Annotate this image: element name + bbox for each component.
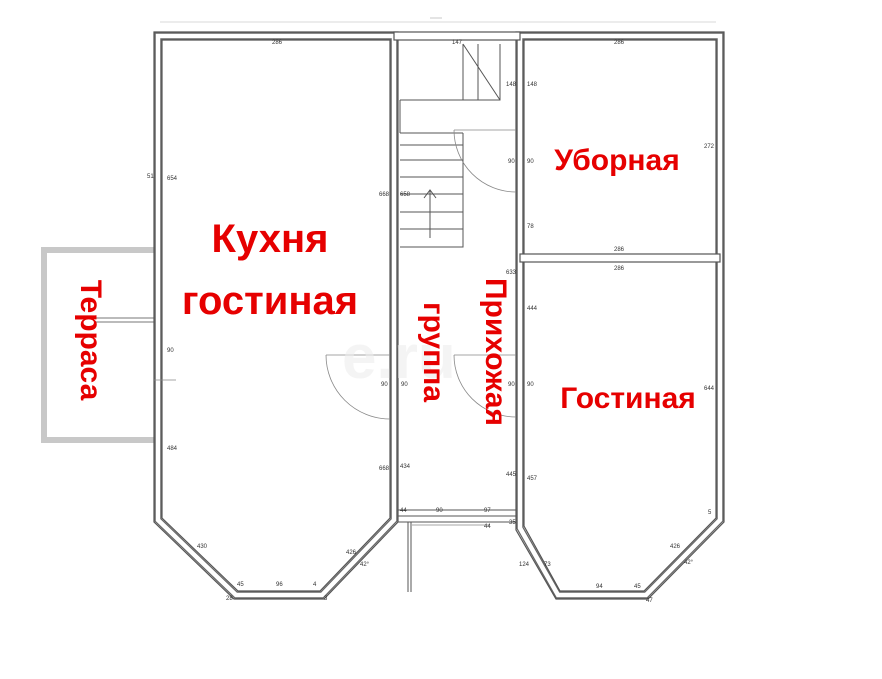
- interior-walls: [519, 253, 721, 263]
- dim-toilet-bottom: 286: [614, 247, 625, 253]
- dim-bay-right-diag2: 426: [670, 544, 681, 550]
- dim-hall-left: 658: [400, 192, 411, 198]
- room-label-hall-line2: группа: [417, 302, 450, 402]
- dim-bay-left-corner2: 4: [313, 582, 317, 588]
- dim-living-left-upper: 444: [527, 306, 538, 312]
- dim-bay-right-edge: 47: [646, 598, 653, 604]
- dim-toilet-door: 90: [527, 159, 534, 165]
- dim-kitchen-right-lower: 668: [379, 466, 390, 472]
- dim-hall-right-door: 90: [508, 159, 515, 165]
- dim-bay-right-bottom: 94: [596, 584, 603, 590]
- dim-living-top: 286: [614, 266, 625, 272]
- dim-toilet-left: 148: [527, 82, 538, 88]
- dim-bay-left-angle: 42°: [360, 562, 370, 568]
- dim-hall-bottom-b: 97: [484, 508, 491, 514]
- dim-hall-right-lower: 445: [506, 472, 517, 478]
- dim-bay-left-bottom: 96: [276, 582, 283, 588]
- dim-hall-bottom-d: 44: [484, 524, 491, 530]
- dim-kitchen-left: 654: [167, 176, 178, 182]
- top-dimension-line: [160, 17, 716, 23]
- dim-bay-right-diag1: 73: [544, 562, 551, 568]
- dim-hall-bottom-c: 44: [400, 508, 407, 514]
- room-label-hall-line1: Прихожая: [479, 278, 512, 426]
- dim-bay-left-diag1: 430: [197, 544, 208, 550]
- dim-kitchen-right-door: 90: [381, 382, 388, 388]
- dim-outer-left: 51: [147, 174, 154, 180]
- room-labels: Кухня гостиная Уборная Гостиная Прихожая…: [74, 144, 696, 426]
- terrace: [41, 247, 160, 443]
- dim-hall-bottom-e: 35: [509, 520, 516, 526]
- dim-kitchen-left-lower: 484: [167, 446, 178, 452]
- dim-hall-left-door: 90: [401, 382, 408, 388]
- dim-bay-left-edge: 28: [226, 596, 233, 602]
- dim-hall-right-door2: 90: [508, 382, 515, 388]
- dimension-labels: 286 147 286 286 286 654 51 90 484 668 90…: [147, 40, 715, 604]
- dim-hall-top: 147: [452, 40, 463, 46]
- dim-hall-right-78: 78: [527, 224, 534, 230]
- dim-kitchen-right: 668: [379, 192, 390, 198]
- dim-hall-right-middle: 633: [506, 270, 517, 276]
- dim-toilet-top: 286: [614, 40, 625, 46]
- staircase: [399, 43, 501, 248]
- dim-bay-right-edge2: 124: [519, 562, 530, 568]
- room-label-terrace: Терраса: [74, 280, 107, 401]
- room-label-kitchen-line2: гостиная: [182, 279, 358, 323]
- dim-bay-left-edge2: 3: [324, 596, 328, 602]
- dim-bay-right-corner: 45: [634, 584, 641, 590]
- watermark-logo: e.ru: [342, 323, 456, 392]
- dim-bay-left-corner1: 45: [237, 582, 244, 588]
- dim-living-left-lower: 457: [527, 476, 538, 482]
- doors: [154, 129, 517, 420]
- dim-hall-bottom-a: 90: [436, 508, 443, 514]
- room-label-kitchen-line1: Кухня: [212, 217, 329, 261]
- dim-kitchen-left-mid: 90: [167, 348, 174, 354]
- exterior-walls: [153, 31, 725, 600]
- dim-kitchen-top: 286: [272, 40, 283, 46]
- dim-toilet-right: 272: [704, 144, 715, 150]
- dim-hall-left-lower: 434: [400, 464, 411, 470]
- room-label-toilet: Уборная: [554, 144, 679, 177]
- dim-bay-right-angle: 42°: [684, 560, 694, 566]
- dim-bay-right-edge3: 5: [708, 510, 712, 516]
- room-label-living: Гостиная: [560, 382, 696, 415]
- dim-living-left-door: 90: [527, 382, 534, 388]
- dim-bay-left-diag2: 426: [346, 550, 357, 556]
- dim-living-right: 644: [704, 386, 715, 392]
- dim-hall-right-upper: 148: [506, 82, 517, 88]
